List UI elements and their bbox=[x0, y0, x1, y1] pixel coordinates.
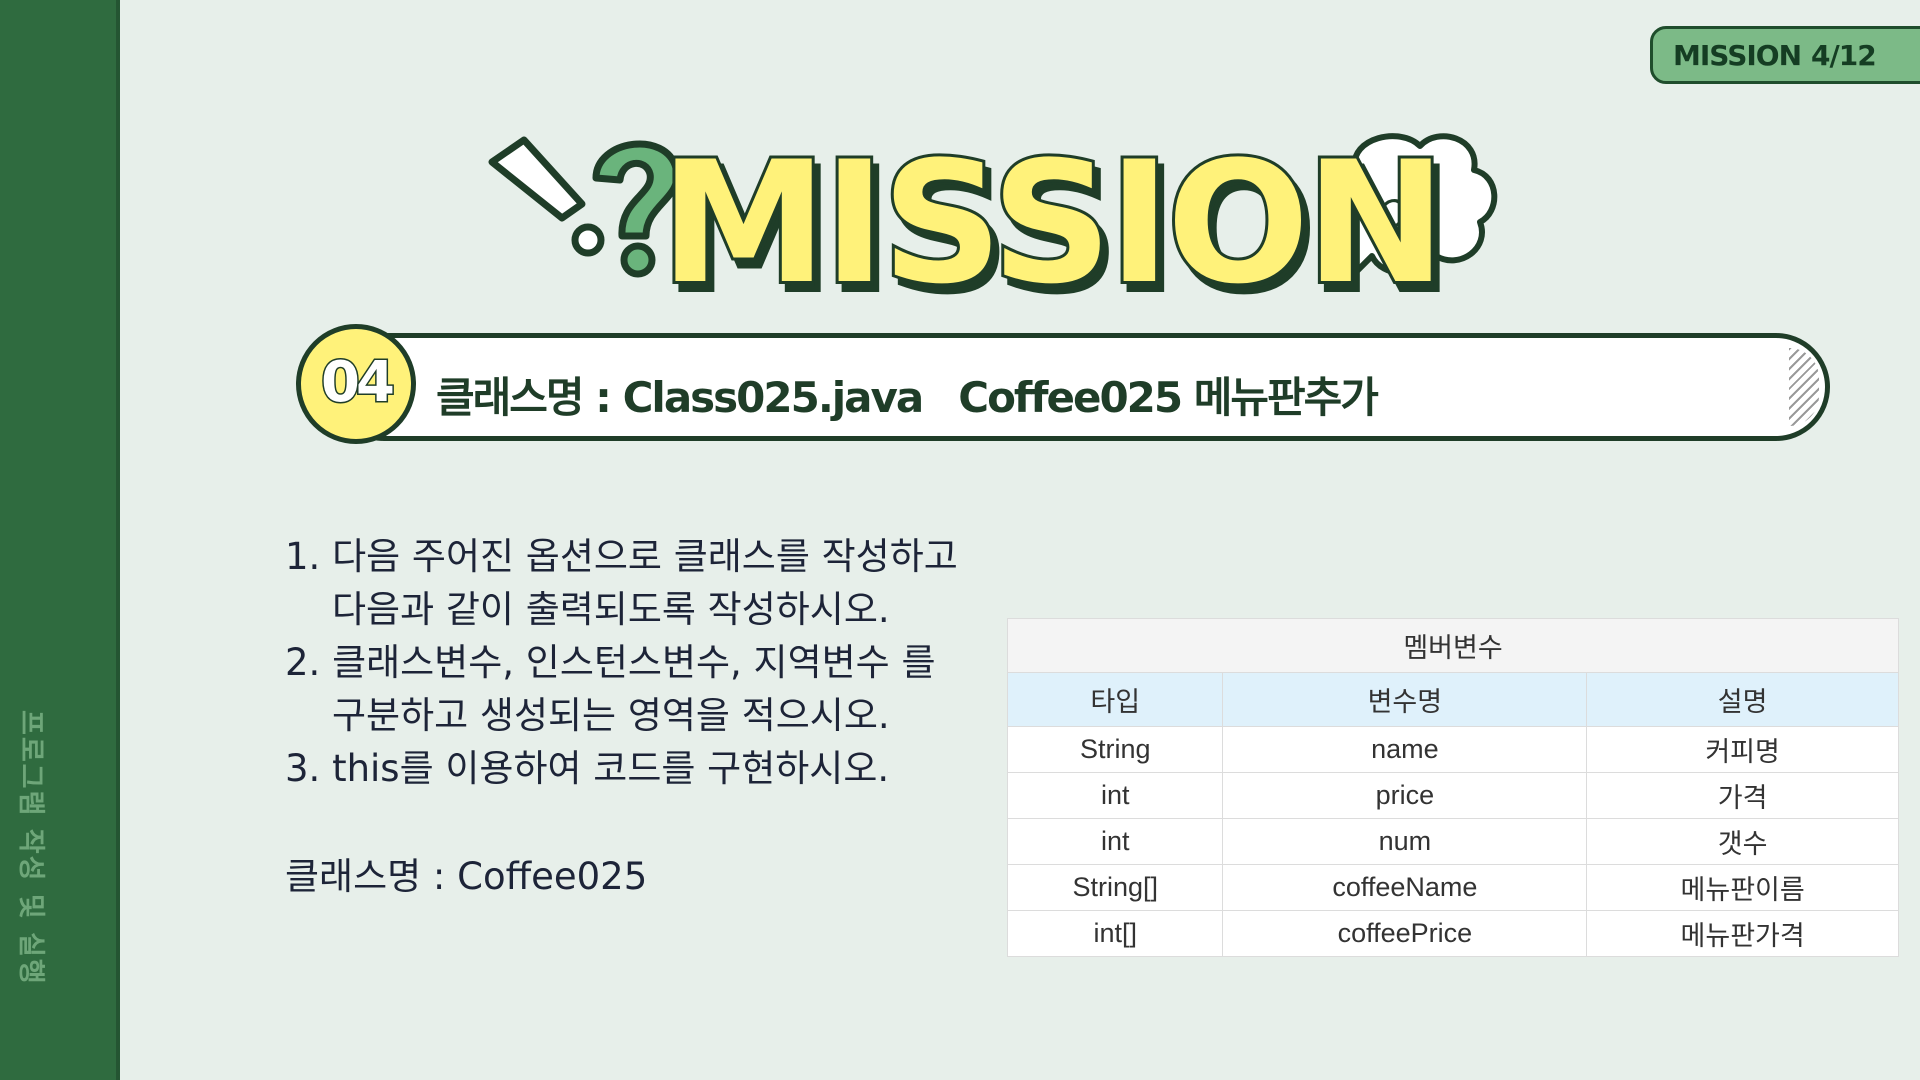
sidebar-edge bbox=[116, 0, 120, 1080]
instruction-line: 3. this를 이용하여 코드를 구현하시오. bbox=[285, 747, 890, 790]
table-row: String name 커피명 bbox=[1006, 726, 1899, 773]
mission-title-shadow: MISSION bbox=[663, 133, 1455, 329]
page-badge: MISSION 4/12 bbox=[1650, 26, 1920, 84]
table-cell: coffeeName bbox=[1222, 864, 1588, 911]
table-cell: 메뉴판가격 bbox=[1586, 910, 1899, 957]
table-cell: 갯수 bbox=[1586, 818, 1899, 865]
table-cell: 가격 bbox=[1586, 772, 1899, 819]
table-row: int num 갯수 bbox=[1006, 818, 1899, 865]
table-row: int[] coffeePrice 메뉴판가격 bbox=[1006, 910, 1899, 957]
instruction-line: 1. 다음 주어진 옵션으로 클래스를 작성하고 bbox=[285, 535, 958, 578]
member-variable-table: 멤버변수 타입 변수명 설명 String name 커피명 int price… bbox=[1006, 618, 1899, 957]
task-title-class: 클래스명 : Class025.java bbox=[436, 373, 924, 422]
table-caption: 멤버변수 bbox=[1007, 618, 1899, 673]
column-header-description: 설명 bbox=[1586, 672, 1899, 727]
table-cell: int bbox=[1006, 772, 1224, 819]
table-cell: int bbox=[1006, 818, 1224, 865]
instruction-line: 2. 클래스변수, 인스턴스변수, 지역변수 를 bbox=[285, 641, 936, 684]
headline-decoration: Q!! bbox=[488, 133, 1498, 283]
table-cell: String[] bbox=[1006, 864, 1224, 911]
table-header-row: 타입 변수명 설명 bbox=[1006, 672, 1899, 727]
table-cell: String bbox=[1006, 726, 1224, 773]
speech-bubble-icon bbox=[1325, 133, 1498, 283]
instructions: 1. 다음 주어진 옵션으로 클래스를 작성하고 다음과 같이 출력되도록 작성… bbox=[285, 530, 1025, 795]
task-number-badge: 04 bbox=[296, 324, 416, 444]
mission-title: MISSION bbox=[657, 125, 1449, 321]
table-row: String[] coffeeName 메뉴판이름 bbox=[1006, 864, 1899, 911]
table-cell: 커피명 bbox=[1586, 726, 1899, 773]
table-caption-row: 멤버변수 bbox=[1007, 618, 1899, 673]
sidebar-label: 프로그램 작성 및 실행 bbox=[15, 710, 46, 986]
column-header-type: 타입 bbox=[1006, 672, 1224, 727]
column-header-variable: 변수명 bbox=[1222, 672, 1588, 727]
page-badge-label: MISSION bbox=[1673, 39, 1802, 72]
exclamation-icon bbox=[488, 136, 605, 257]
table-cell: 메뉴판이름 bbox=[1586, 864, 1899, 911]
task-title: 클래스명 : Class025.java Coffee025 메뉴판추가 bbox=[436, 364, 1379, 425]
table-cell: int[] bbox=[1006, 910, 1224, 957]
table-cell: num bbox=[1222, 818, 1588, 865]
instruction-line: 다음과 같이 출력되도록 작성하시오. bbox=[332, 588, 890, 631]
question-mark-icon bbox=[592, 140, 681, 278]
sidebar: 프로그램 작성 및 실행 bbox=[0, 0, 120, 1080]
table-cell: price bbox=[1222, 772, 1588, 819]
page-counter: 4/12 bbox=[1811, 39, 1877, 72]
task-title-subject: Coffee025 메뉴판추가 bbox=[958, 373, 1379, 422]
task-title-bar bbox=[330, 333, 1830, 441]
table-cell: name bbox=[1222, 726, 1588, 773]
table-cell: coffeePrice bbox=[1222, 910, 1588, 957]
class-name-label: 클래스명 : Coffee025 bbox=[285, 855, 648, 898]
stripe-decoration bbox=[1789, 348, 1819, 426]
instruction-line: 구분하고 생성되는 영역을 적으시오. bbox=[332, 694, 890, 737]
table-row: int price 가격 bbox=[1006, 772, 1899, 819]
